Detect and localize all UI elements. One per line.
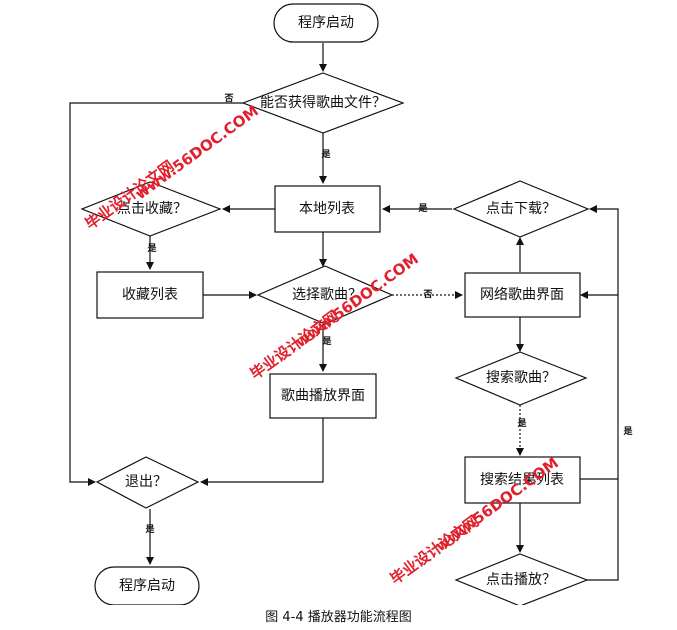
flowchart: 程序启动 能否获得歌曲文件？ 本地列表 点击收藏？ 收藏列表 选择歌曲？ 歌曲播… xyxy=(69,3,633,605)
click-fav-decision-shape xyxy=(80,181,222,237)
figure-caption: 图 4-4 播放器功能流程图 xyxy=(265,610,412,625)
end-terminal-shape xyxy=(94,566,200,605)
play-ui-label: 歌曲播放界面 xyxy=(281,388,365,404)
edge-label-yes-fav: 是 xyxy=(146,243,157,254)
local-list-label: 本地列表 xyxy=(299,201,355,217)
net-ui-shape xyxy=(464,272,581,318)
edge-play-q-to-download xyxy=(587,205,619,581)
click-play-label: 点击播放？ xyxy=(486,572,556,588)
fav-list-shape xyxy=(96,271,204,319)
edge-label-yes-download: 是 xyxy=(417,203,428,214)
select-song-label: 选择歌曲？ xyxy=(292,287,362,303)
search-result-shape xyxy=(464,456,581,504)
start-label: 程序启动 xyxy=(298,15,354,31)
click-download-decision-shape xyxy=(452,180,590,238)
exit-label: 退出？ xyxy=(125,474,167,490)
edge-label-yes-loop: 是 xyxy=(622,426,633,437)
play-ui-shape xyxy=(269,373,377,419)
edge-label-no-get-file: 否 xyxy=(223,93,233,104)
edge-label-no-select: 否 xyxy=(422,289,432,300)
start-terminal-shape xyxy=(273,3,379,43)
search-result-label: 搜索结果列表 xyxy=(480,471,564,488)
local-list-shape xyxy=(274,185,381,233)
get-file-label: 能否获得歌曲文件？ xyxy=(260,94,386,111)
edge-label-yes-get-file: 是 xyxy=(320,149,331,160)
edge-label-yes-exit: 是 xyxy=(144,524,155,535)
select-song-decision-shape xyxy=(256,265,394,325)
click-play-decision-shape xyxy=(454,553,589,605)
end-label: 程序启动 xyxy=(119,578,175,594)
net-ui-label: 网络歌曲界面 xyxy=(480,287,564,303)
search-song-decision-shape xyxy=(454,351,588,406)
click-download-label: 点击下载？ xyxy=(486,201,556,217)
watermark-url: www.56DOC.COM xyxy=(132,102,262,203)
search-song-label: 搜索歌曲？ xyxy=(486,369,556,386)
edge-play-to-exit xyxy=(200,417,324,486)
click-fav-label: 点击收藏？ xyxy=(117,201,187,217)
edge-label-yes-select: 是 xyxy=(321,336,332,347)
get-file-decision-shape xyxy=(241,72,405,134)
edge-label-yes-search: 是 xyxy=(516,418,527,429)
fav-list-label: 收藏列表 xyxy=(122,287,178,303)
edge-get-file-no-to-exit xyxy=(69,102,243,486)
exit-decision-shape xyxy=(95,456,200,509)
